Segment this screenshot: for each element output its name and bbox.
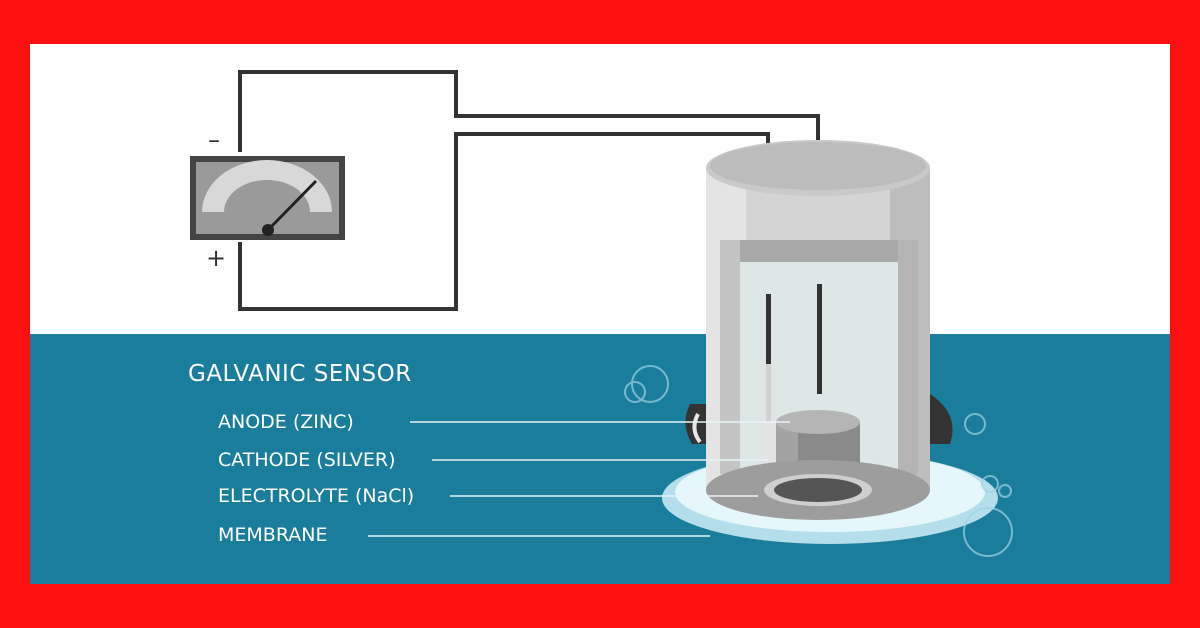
water-background [30,334,1170,584]
needle-pivot [262,224,274,236]
wire-negative [238,70,820,152]
wire-positive [238,132,770,311]
galvanometer [190,156,345,240]
label-membrane: MEMBRANE [218,524,328,546]
diagram-panel: – + GALVANIC SENSOR ANODE (ZINC) CATHODE… [30,44,1170,584]
leader-lines [368,421,790,537]
label-cathode: CATHODE (SILVER) [218,449,396,471]
galvanometer-needle [266,179,318,232]
sensor-illustration [190,70,1013,557]
meter-plus-sign: + [206,244,227,272]
label-anode: ANODE (ZINC) [218,411,354,433]
sensor-body [662,140,998,544]
electrode-left [766,294,771,422]
bubbles [624,365,1013,557]
diagram-title: GALVANIC SENSOR [188,361,412,387]
label-electrolyte: ELECTROLYTE (NaCl) [218,485,415,507]
circuit-wires [238,70,820,311]
electrode-right [817,284,822,394]
meter-minus-sign: – [208,126,220,154]
